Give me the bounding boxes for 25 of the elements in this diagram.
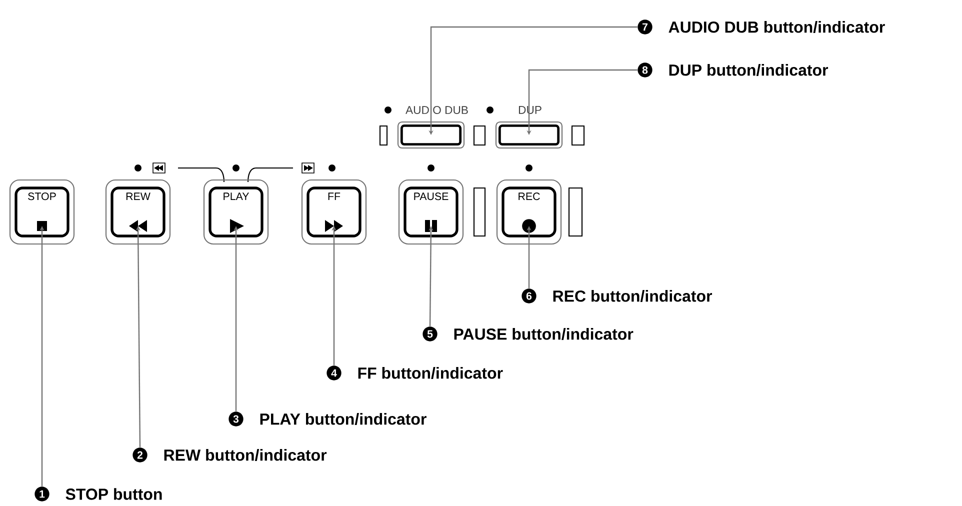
callout: 1 STOP button <box>34 486 162 502</box>
callout: 7 AUDIO DUB button/indicator <box>638 20 885 34</box>
node-label: REC button/indicator <box>553 290 712 302</box>
callout: 4 FF button/indicator <box>326 366 503 380</box>
button: PAUSE <box>398 179 464 245</box>
button: REC <box>496 179 562 245</box>
button: STOP <box>9 179 75 245</box>
node-label: STOP button <box>66 488 162 500</box>
leader-line <box>136 226 141 448</box>
node-label: DUP button/indicator <box>669 64 828 76</box>
button: FF <box>301 179 367 245</box>
button: PLAY <box>203 179 269 245</box>
button <box>397 121 465 149</box>
callout: 3 PLAY button/indicator <box>228 412 426 426</box>
node-label: PLAY button/indicator <box>260 413 426 425</box>
node-label: PAUSE button/indicator <box>454 328 634 340</box>
callout: 8 DUP button/indicator <box>638 62 828 78</box>
button <box>495 121 563 149</box>
node-label: AUDIO DUB button/indicator <box>668 21 885 33</box>
node-label: FF button/indicator <box>358 367 503 379</box>
callout: 6 REC button/indicator <box>522 288 712 304</box>
callout: 2 REW button/indicator <box>132 448 327 462</box>
callout: 5 PAUSE button/indicator <box>422 326 634 342</box>
button: REW <box>105 179 171 245</box>
node-label: REW button/indicator <box>164 449 327 461</box>
